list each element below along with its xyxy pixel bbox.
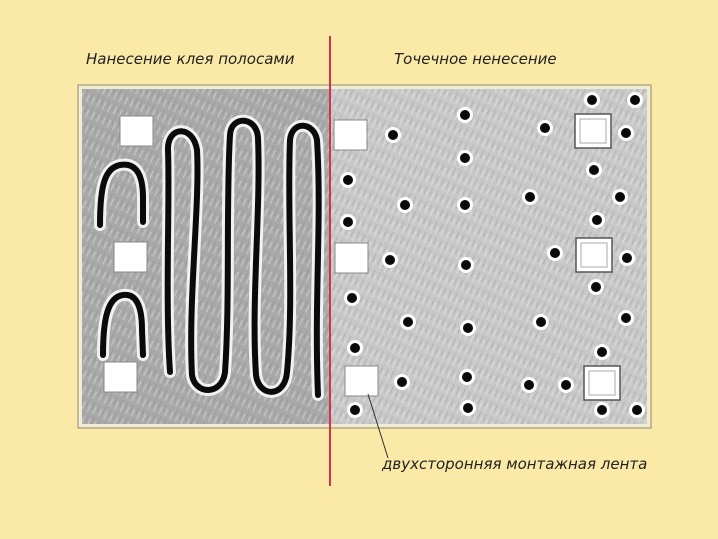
caption-leader-line — [367, 393, 389, 459]
tape-piece — [334, 242, 369, 274]
tape-piece — [119, 115, 154, 147]
strip-glue-title: Нанесение клея полосами — [86, 50, 295, 68]
dot-glue-title: Точечное ненесение — [394, 50, 557, 68]
tape-piece — [113, 241, 148, 273]
tape-piece — [333, 119, 368, 151]
tape-pieces-left — [103, 115, 154, 393]
glue-strips — [94, 114, 325, 401]
tape-piece — [103, 361, 138, 393]
tape-caption: двухсторонняя монтажная лента — [382, 455, 648, 473]
tape-pieces-framed — [574, 113, 621, 401]
glue-strip-small-bottom — [100, 291, 146, 358]
tape-pieces-right — [333, 119, 379, 397]
glue-strip-serpentine — [164, 117, 322, 398]
glue-dots — [340, 92, 645, 418]
tape-piece — [344, 365, 379, 397]
glue-strip-small-top — [97, 161, 146, 228]
